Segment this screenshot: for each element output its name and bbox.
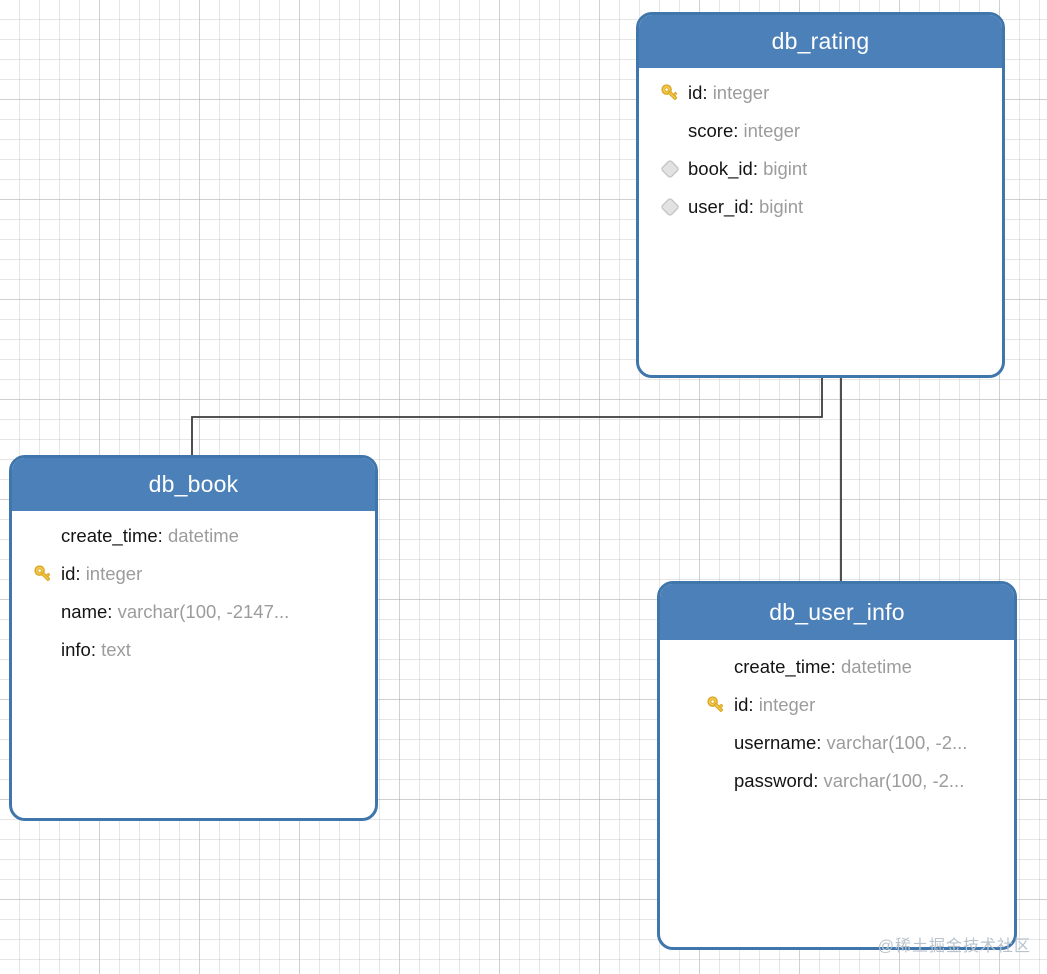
- field-icon-none: [25, 523, 61, 549]
- field-label: id: integer: [734, 694, 816, 715]
- table-fields-db-book: create_time: datetime id: integ: [12, 511, 375, 669]
- field-icon-none: [698, 654, 734, 680]
- table-row[interactable]: create_time: datetime: [698, 648, 1014, 686]
- table-card-db-book[interactable]: db_book create_time: datetime: [9, 455, 378, 821]
- table-row[interactable]: score: integer: [639, 112, 1002, 150]
- field-label: score: integer: [688, 120, 801, 141]
- table-row[interactable]: user_id: bigint: [639, 188, 1002, 226]
- foreign-key-icon: [652, 194, 688, 220]
- foreign-key-icon: [652, 156, 688, 182]
- table-row[interactable]: name: varchar(100, -2147...: [12, 593, 375, 631]
- field-icon-none: [698, 730, 734, 756]
- field-label: create_time: datetime: [734, 656, 912, 677]
- field-label: info: text: [61, 639, 131, 660]
- field-label: book_id: bigint: [688, 158, 808, 179]
- primary-key-icon: [25, 561, 61, 587]
- field-icon-none: [25, 637, 61, 663]
- table-row[interactable]: info: text: [12, 631, 375, 669]
- table-fields-db-rating: id: integer score: integer book_id: bigi…: [639, 68, 1002, 226]
- field-label: name: varchar(100, -2147...: [61, 601, 290, 622]
- table-title: db_user_info: [769, 598, 905, 625]
- table-row[interactable]: id: integer: [698, 686, 1014, 724]
- table-title: db_rating: [771, 28, 870, 54]
- table-row[interactable]: password: varchar(100, -2...: [698, 762, 1014, 800]
- table-card-db-user-info[interactable]: db_user_info create_time: datetime: [657, 581, 1017, 950]
- field-label: id: integer: [688, 82, 770, 103]
- table-header-db-user-info[interactable]: db_user_info: [660, 584, 1014, 640]
- field-label: username: varchar(100, -2...: [734, 732, 968, 753]
- primary-key-icon: [652, 80, 688, 106]
- table-title: db_book: [148, 471, 239, 497]
- table-header-db-rating[interactable]: db_rating: [639, 15, 1002, 68]
- field-label: user_id: bigint: [688, 196, 804, 217]
- table-row[interactable]: create_time: datetime: [12, 517, 375, 555]
- watermark: @稀土掘金技术社区: [877, 938, 1031, 955]
- field-label: password: varchar(100, -2...: [734, 770, 965, 791]
- table-row[interactable]: id: integer: [12, 555, 375, 593]
- table-card-db-rating[interactable]: db_rating id: integer: [636, 12, 1005, 378]
- field-label: create_time: datetime: [61, 525, 239, 546]
- table-header-db-book[interactable]: db_book: [12, 458, 375, 511]
- table-row[interactable]: username: varchar(100, -2...: [698, 724, 1014, 762]
- table-fields-db-user-info: create_time: datetime id: integ: [660, 640, 1014, 800]
- table-row[interactable]: book_id: bigint: [639, 150, 1002, 188]
- primary-key-icon: [698, 692, 734, 718]
- field-icon-none: [698, 768, 734, 794]
- field-icon-none: [652, 118, 688, 144]
- field-label: id: integer: [61, 563, 143, 584]
- field-icon-none: [25, 599, 61, 625]
- edge-rating-book[interactable]: [191, 378, 823, 455]
- table-row[interactable]: id: integer: [639, 74, 1002, 112]
